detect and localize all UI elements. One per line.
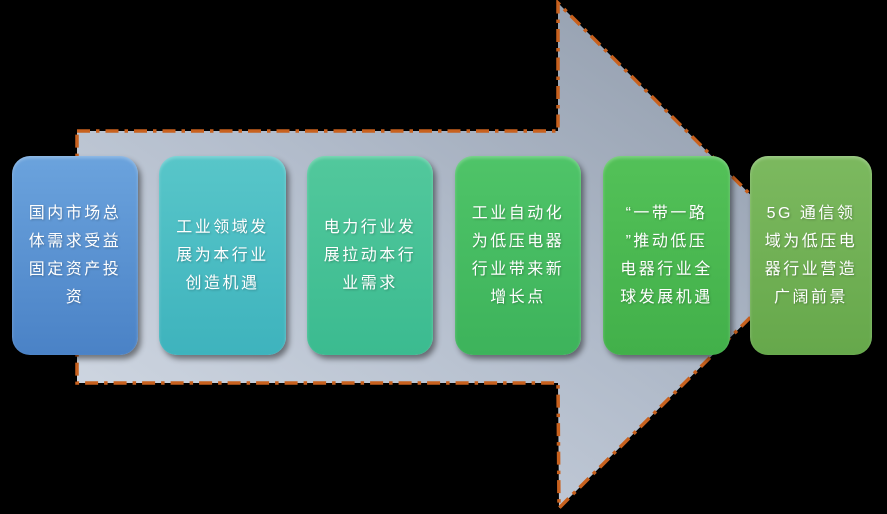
opportunity-card-belt-and-road: “一带一路”推动低压电器行业全球发展机遇 [603, 156, 730, 355]
opportunity-card-industrial-automation: 工业自动化为低压电器行业带来新增长点 [455, 156, 581, 355]
opportunity-card-domestic-demand: 国内市场总体需求受益固定资产投资 [12, 156, 138, 355]
process-arrow-shape [75, 0, 815, 513]
card-text: 工业领域发展为本行业创造机遇 [176, 218, 269, 292]
opportunity-card-industrial-field: 工业领域发展为本行业创造机遇 [159, 156, 286, 355]
card-text: 工业自动化为低压电器行业带来新增长点 [471, 204, 565, 306]
card-text: 国内市场总体需求受益固定资产投资 [28, 204, 122, 306]
card-text: “一带一路”推动低压电器行业全球发展机遇 [620, 204, 713, 306]
card-text: 5G 通信领域为低压电器行业营造广阔前景 [764, 204, 858, 306]
opportunity-card-power-industry: 电力行业发展拉动本行业需求 [307, 156, 433, 355]
opportunity-card-5g: 5G 通信领域为低压电器行业营造广阔前景 [750, 156, 872, 355]
card-text: 电力行业发展拉动本行业需求 [323, 218, 417, 292]
